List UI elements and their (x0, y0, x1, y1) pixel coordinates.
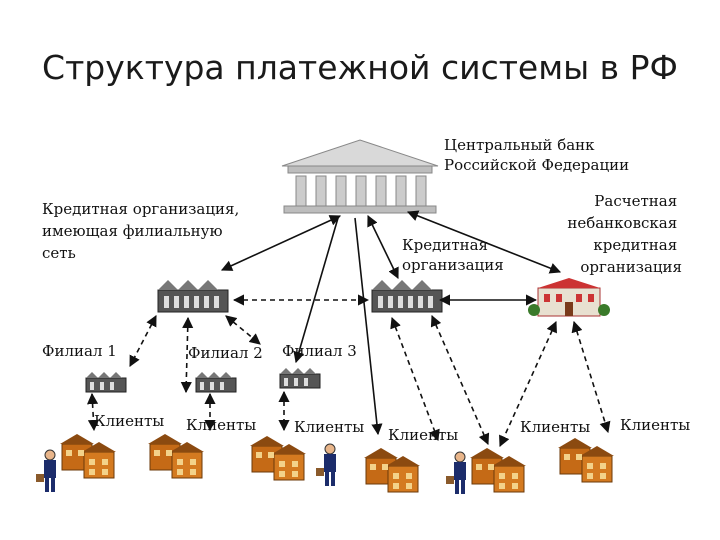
slide-title: Структура платежной системы в РФ (42, 48, 678, 87)
credit-org-branches-label: Кредитная организация, имеющая филиальну… (42, 200, 244, 262)
clients-label: Клиенты (94, 412, 164, 430)
dashed-arrows (86, 294, 611, 448)
clients-houses-icon (363, 447, 421, 493)
settlement-org-label: Расчетная небанковская кредитная организ… (567, 192, 682, 276)
clients-houses-icon (59, 433, 117, 479)
solid-arrows (220, 210, 562, 436)
branch2-icon (195, 371, 237, 393)
credit-org-label: Кредитная организация (402, 236, 504, 274)
clients-houses-icon (557, 437, 615, 483)
clients-label: Клиенты (186, 416, 256, 434)
branch1-icon (85, 371, 127, 393)
branch3-icon (279, 367, 321, 389)
credit-org-branches-icon (157, 279, 229, 313)
central-bank-label: Центральный банк Российской Федерации (444, 136, 629, 174)
clients-houses-icon (249, 435, 307, 481)
clients-label: Клиенты (620, 416, 690, 434)
clients-houses-icon (469, 447, 527, 493)
clients-label: Клиенты (520, 418, 590, 436)
person-icon (315, 443, 337, 487)
branch3-label: Филиал 3 (282, 342, 357, 360)
person-icon (445, 451, 467, 495)
person-icon (35, 449, 57, 493)
central-bank-icon (281, 139, 439, 214)
clients-houses-icon (147, 433, 205, 479)
settlement-org-icon (528, 278, 610, 317)
clients-label: Клиенты (388, 426, 458, 444)
branch1-label: Филиал 1 (42, 342, 117, 360)
branch2-label: Филиал 2 (188, 344, 263, 362)
clients-label: Клиенты (294, 418, 364, 436)
credit-org-icon (371, 279, 443, 313)
